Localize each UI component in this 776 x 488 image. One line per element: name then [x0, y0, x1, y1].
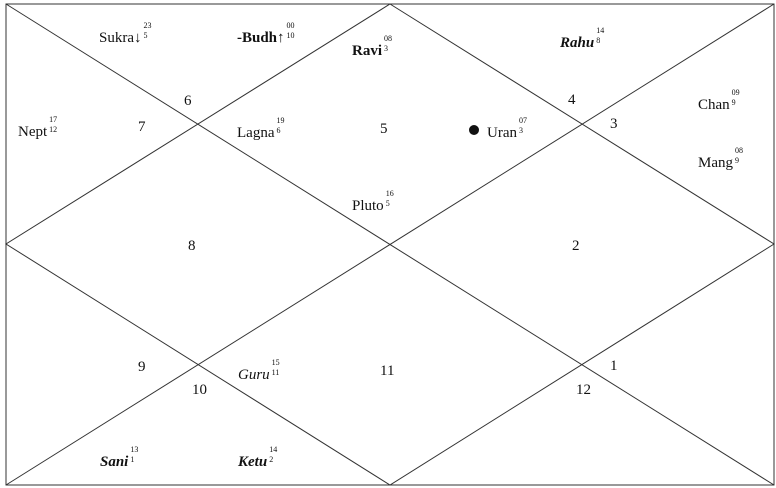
inner-diamond	[5, 3, 775, 486]
planet-name: Pluto	[352, 198, 384, 214]
planet-name: Sukra	[99, 30, 134, 46]
planet-subscript: 11	[271, 368, 280, 377]
planet-subscript: 5	[385, 199, 390, 208]
planet-name: Guru	[238, 367, 270, 383]
planet-degree: 08	[735, 146, 743, 155]
planet-name: Ketu	[238, 454, 268, 470]
planet-name: Ravi	[352, 43, 382, 59]
planet-subscript: 9	[731, 98, 736, 107]
planet-degree: 07	[519, 116, 527, 125]
planet-degree: 00	[286, 21, 295, 30]
planet-subscript: 3	[384, 44, 388, 53]
planet-degree: 13	[130, 445, 139, 454]
planet-subscript: 6	[276, 126, 281, 135]
planet-name: Mang	[698, 155, 733, 171]
planet-subscript: 3	[519, 126, 523, 135]
planet-name: Lagna	[237, 125, 275, 141]
house-number-12: 12	[576, 382, 591, 398]
planet-degree: 19	[276, 116, 285, 125]
planet-subscript: 12	[49, 125, 58, 134]
planet-name: Uran	[487, 125, 517, 141]
retrograde-arrow-down-icon: ↓	[134, 30, 142, 46]
planet-degree: 15	[271, 358, 280, 367]
diagonal-anti	[5, 3, 775, 486]
arrow-up-icon: ↑	[277, 30, 285, 46]
house-number-7: 7	[138, 119, 146, 135]
planet-subscript: 2	[269, 455, 274, 464]
planet-subscript: 9	[735, 156, 739, 165]
planet-degree: 23	[143, 21, 152, 30]
planet-name: Rahu	[560, 35, 595, 51]
house-number-10: 10	[192, 382, 207, 398]
house-number-6: 6	[184, 93, 192, 109]
house-number-9: 9	[138, 359, 146, 375]
planet-degree: 16	[385, 189, 394, 198]
planet-name: Nept	[18, 124, 48, 140]
planet-degree: 17	[49, 115, 58, 124]
planet-degree: 14	[269, 445, 278, 454]
house-number-5: 5	[380, 121, 388, 137]
planet-subscript: 8	[596, 36, 601, 45]
planet-name: Sani	[100, 454, 129, 470]
planet-degree: 14	[596, 26, 605, 35]
combust-bomb-icon	[469, 125, 479, 135]
house-number-2: 2	[572, 238, 580, 254]
planet-degree: 09	[731, 88, 740, 97]
planet-subscript: 10	[286, 31, 295, 40]
house-number-3: 3	[610, 116, 618, 132]
house-number-8: 8	[188, 238, 196, 254]
planet-degree: 08	[384, 34, 392, 43]
house-number-11: 11	[380, 363, 395, 379]
planet-name: -Budh	[237, 30, 278, 46]
house-number-4: 4	[568, 92, 576, 108]
planet-name: Chan	[698, 97, 730, 113]
planet-subscript: 5	[143, 31, 148, 40]
planet-subscript: 1	[130, 455, 135, 464]
house-number-1: 1	[610, 358, 618, 374]
